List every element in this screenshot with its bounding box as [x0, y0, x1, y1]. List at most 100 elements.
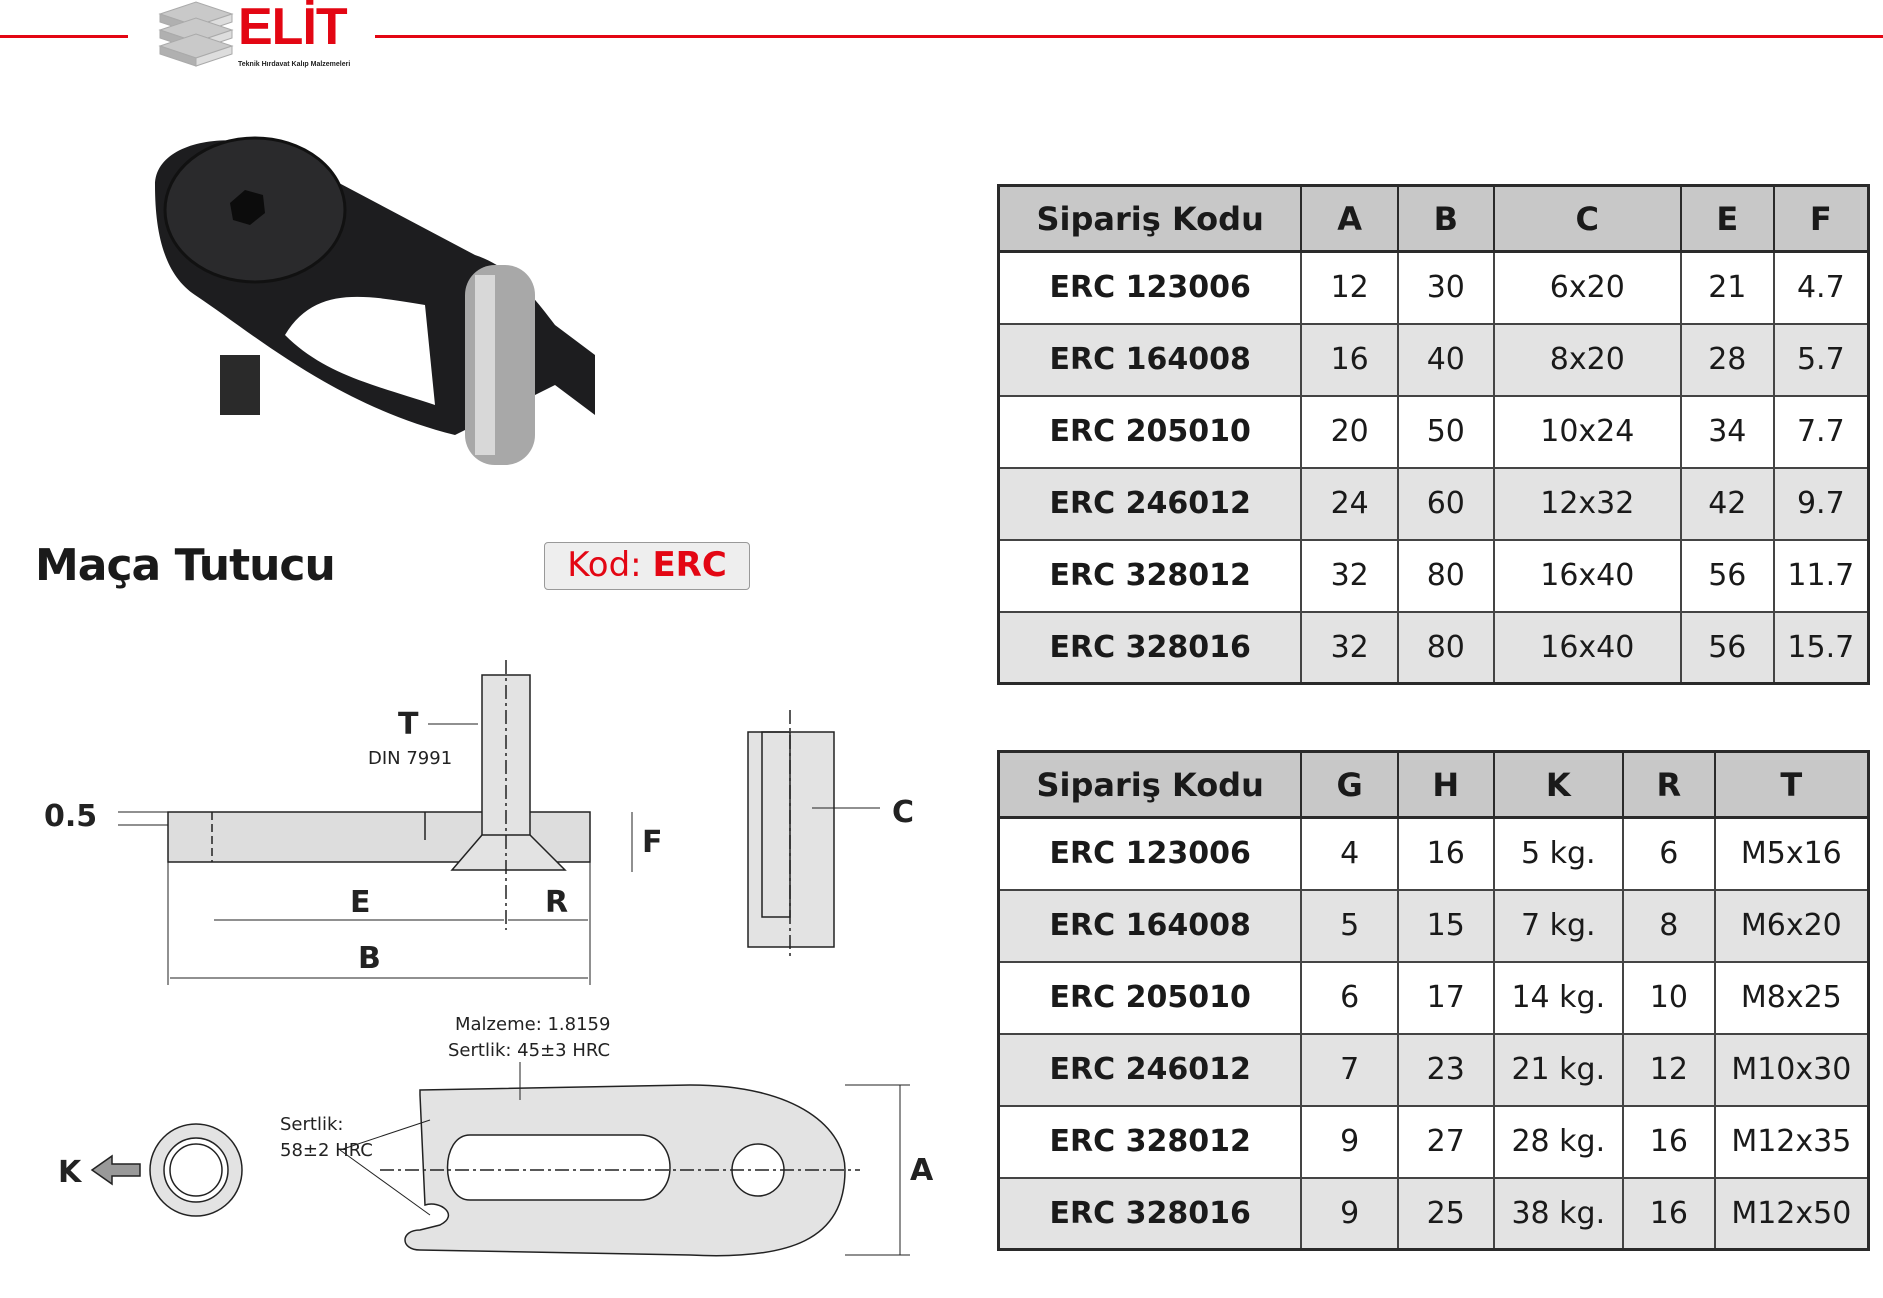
value-cell: M6x20 — [1713, 888, 1870, 963]
value-cell: 34 — [1679, 394, 1775, 469]
label-a: A — [910, 1153, 934, 1188]
value-cell: 11.7 — [1772, 538, 1870, 613]
label-b: B — [358, 941, 381, 976]
product-title: Maça Tutucu — [35, 540, 336, 591]
value-cell: 24 — [1300, 466, 1399, 541]
value-cell: 5 — [1300, 888, 1399, 963]
value-cell: 9.7 — [1772, 466, 1870, 541]
col-header: H — [1396, 750, 1495, 819]
value-cell: 28 — [1679, 322, 1775, 397]
value-cell: 15.7 — [1772, 610, 1870, 685]
label-k: K — [58, 1155, 83, 1190]
value-cell: 16x40 — [1492, 538, 1682, 613]
col-header: G — [1300, 750, 1399, 819]
value-cell: 38 kg. — [1492, 1176, 1625, 1251]
col-header: E — [1679, 184, 1775, 253]
table-header-row: Sipariş Kodu G H K R T — [997, 750, 1870, 819]
value-cell: 32 — [1300, 610, 1399, 685]
value-cell: M10x30 — [1713, 1032, 1870, 1107]
col-header: K — [1492, 750, 1625, 819]
brand-logo: ELİT Teknik Hırdavat Kalıp Malzemeleri — [158, 0, 368, 74]
value-cell: 10x24 — [1492, 394, 1682, 469]
col-header: T — [1713, 750, 1870, 819]
value-cell: 16 — [1622, 1104, 1716, 1179]
label-r: R — [545, 885, 568, 920]
col-header: R — [1622, 750, 1716, 819]
value-cell: 25 — [1396, 1176, 1495, 1251]
value-cell: 7 kg. — [1492, 888, 1625, 963]
label-t: T — [398, 707, 419, 742]
value-cell: 5.7 — [1772, 322, 1870, 397]
value-cell: 6x20 — [1492, 250, 1682, 325]
value-cell: 10 — [1622, 960, 1716, 1035]
col-header: Sipariş Kodu — [997, 184, 1303, 253]
code-value: ERC — [652, 545, 727, 585]
value-cell: 56 — [1679, 610, 1775, 685]
value-cell: 16 — [1300, 322, 1399, 397]
value-cell: 40 — [1396, 322, 1495, 397]
header-rule-left — [0, 35, 128, 38]
value-cell: 9 — [1300, 1176, 1399, 1251]
value-cell: 7 — [1300, 1032, 1399, 1107]
value-cell: M8x25 — [1713, 960, 1870, 1035]
value-cell: 6 — [1300, 960, 1399, 1035]
col-header: A — [1300, 184, 1399, 253]
value-cell: 6 — [1622, 816, 1716, 891]
value-cell: 16 — [1622, 1176, 1716, 1251]
brand-tagline: Teknik Hırdavat Kalıp Malzemeleri — [238, 61, 351, 68]
value-cell: 80 — [1396, 610, 1495, 685]
value-cell: 5 kg. — [1492, 816, 1625, 891]
label-hardness-tip-1: Sertlik: — [280, 1114, 343, 1135]
value-cell: 23 — [1396, 1032, 1495, 1107]
top-view: A Malzeme: 1.8159 Sertlik: 45±3 HRC Sert… — [280, 1014, 934, 1257]
value-cell: 8x20 — [1492, 322, 1682, 397]
order-code-cell: ERC 205010 — [997, 960, 1303, 1035]
order-code-cell: ERC 246012 — [997, 1032, 1303, 1107]
value-cell: 56 — [1679, 538, 1775, 613]
order-code-cell: ERC 123006 — [997, 816, 1303, 891]
order-code-cell: ERC 164008 — [997, 322, 1303, 397]
value-cell: M12x50 — [1713, 1176, 1870, 1251]
value-cell: 21 — [1679, 250, 1775, 325]
product-photo — [155, 136, 595, 465]
value-cell: 30 — [1396, 250, 1495, 325]
value-cell: 28 kg. — [1492, 1104, 1625, 1179]
order-code-cell: ERC 205010 — [997, 394, 1303, 469]
value-cell: 32 — [1300, 538, 1399, 613]
product-code-badge: Kod: ERC — [544, 542, 750, 590]
label-hardness-tip-2: 58±2 HRC — [280, 1140, 373, 1161]
value-cell: 4 — [1300, 816, 1399, 891]
value-cell: 14 kg. — [1492, 960, 1625, 1035]
k-view: K — [58, 1123, 243, 1217]
col-header: B — [1396, 184, 1495, 253]
value-cell: M5x16 — [1713, 816, 1870, 891]
col-header: C — [1492, 184, 1682, 253]
value-cell: 7.7 — [1772, 394, 1870, 469]
value-cell: 16x40 — [1492, 610, 1682, 685]
value-cell: 16 — [1396, 816, 1495, 891]
label-e: E — [350, 885, 371, 920]
order-code-cell: ERC 328012 — [997, 538, 1303, 613]
value-cell: 50 — [1396, 394, 1495, 469]
label-din: DIN 7991 — [368, 748, 452, 769]
end-view: C — [747, 710, 914, 960]
order-code-cell: ERC 123006 — [997, 250, 1303, 325]
label-material: Malzeme: 1.8159 — [455, 1014, 610, 1035]
brand-name: ELİT — [238, 0, 348, 56]
label-c: C — [892, 795, 914, 830]
label-05: 0.5 — [44, 799, 97, 834]
value-cell: 80 — [1396, 538, 1495, 613]
value-cell: 12 — [1300, 250, 1399, 325]
order-code-cell: ERC 328016 — [997, 610, 1303, 685]
